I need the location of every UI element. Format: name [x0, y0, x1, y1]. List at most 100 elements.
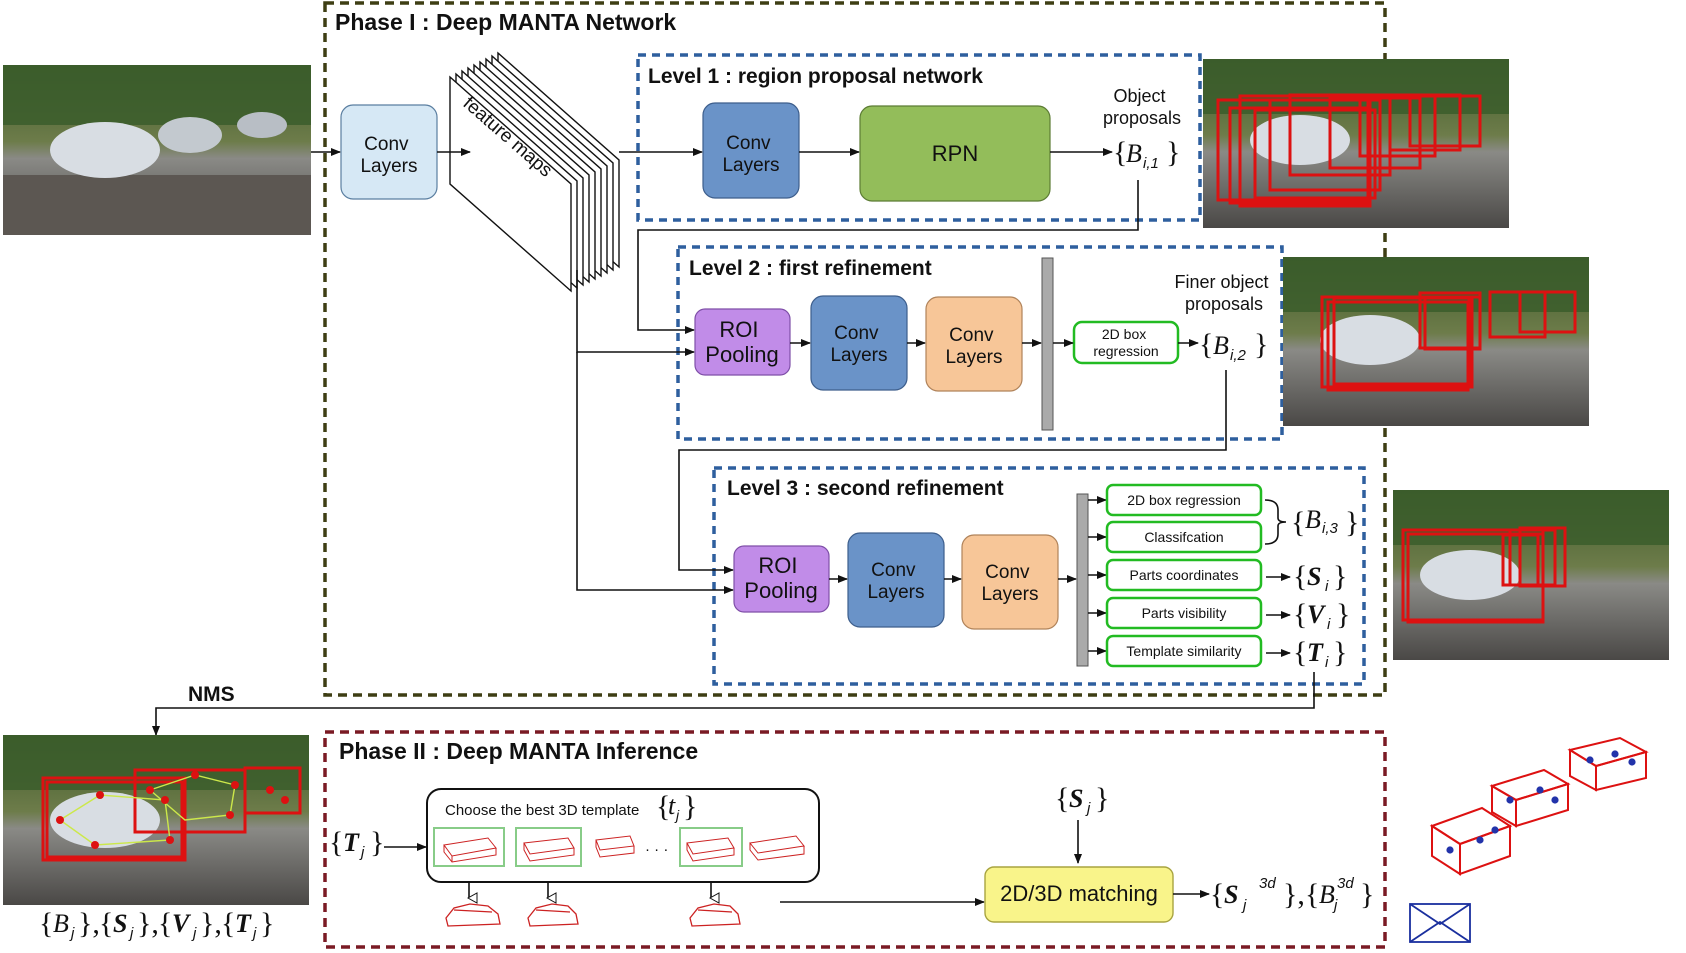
phase2-input-s: { S j } — [1055, 782, 1109, 817]
level2-result-image — [1283, 257, 1589, 426]
svg-text:{: { — [99, 907, 113, 940]
matching-label: 2D/3D matching — [1000, 881, 1158, 906]
template-5 — [749, 835, 805, 861]
svg-text:Parts visibility: Parts visibility — [1142, 605, 1227, 621]
level3-fc-bar — [1076, 493, 1089, 667]
level1-output-symbol: { B i,1 } — [1113, 136, 1180, 172]
svg-text:V: V — [172, 909, 192, 938]
svg-text:},: }, — [200, 907, 222, 940]
svg-text:},: }, — [1283, 878, 1305, 911]
svg-text:B: B — [1213, 331, 1229, 360]
svg-text:j: j — [674, 807, 680, 823]
svg-text:{: { — [1210, 878, 1224, 911]
template-4 — [679, 827, 743, 867]
level3-output-t: { T i } — [1293, 636, 1347, 671]
level3-heads: 2D box regression Classifcation Parts co… — [1088, 483, 1263, 668]
brace-box-class — [1264, 499, 1287, 545]
svg-text:j: j — [191, 925, 197, 942]
svg-text:3d: 3d — [1337, 875, 1354, 892]
svg-text:}: } — [1333, 560, 1347, 593]
svg-text:j: j — [251, 925, 257, 942]
nms-result-image — [3, 735, 309, 905]
head-2d-box-regression: 2D box regression — [1088, 483, 1263, 517]
template-1 — [433, 827, 505, 867]
svg-text:{: { — [1293, 598, 1307, 631]
svg-text:i: i — [1325, 654, 1329, 671]
envelope-icon — [1409, 903, 1471, 943]
svg-text:{: { — [1293, 636, 1307, 669]
svg-text:2D box regression: 2D box regression — [1127, 492, 1241, 508]
svg-text:3d: 3d — [1259, 875, 1276, 892]
svg-text:V: V — [1307, 600, 1327, 629]
svg-text:{: { — [1055, 782, 1069, 815]
level2-roi-label: ROI Pooling — [705, 317, 778, 367]
svg-text:j: j — [1085, 800, 1091, 817]
level3-conv2-label: Conv Layers — [981, 562, 1038, 605]
svg-text:j: j — [1332, 897, 1338, 914]
svg-text:i,1: i,1 — [1143, 155, 1159, 172]
level2-conv1-label: Conv Layers — [830, 323, 887, 366]
svg-text:}: } — [260, 907, 274, 940]
svg-text:j: j — [359, 844, 365, 861]
svg-text:S: S — [1307, 562, 1321, 591]
svg-text:},: }, — [78, 907, 100, 940]
feature-maps-stack — [449, 51, 620, 293]
level3-conv1-label: Conv Layers — [867, 560, 924, 603]
svg-text:S: S — [113, 909, 127, 938]
svg-text:B: B — [1305, 505, 1321, 534]
conv-layers-initial-label: Conv Layers — [360, 134, 417, 177]
level3-output-s: { S i } — [1293, 560, 1347, 595]
3d-boxes-result — [1429, 736, 1649, 876]
template-2 — [515, 827, 582, 867]
level2-box-regression-label: 2D box regression — [1093, 326, 1158, 359]
svg-text:}: } — [1254, 328, 1268, 361]
svg-text:}: } — [1095, 782, 1109, 815]
level3-frame — [712, 466, 1366, 686]
svg-text:}: } — [370, 826, 384, 859]
phase1-title: Phase I : Deep MANTA Network — [335, 9, 676, 35]
level2-conv-layers-2 — [925, 296, 1023, 392]
level2-title: Level 2 : first refinement — [689, 257, 932, 280]
level1-conv-label: Conv Layers — [722, 133, 779, 176]
svg-text:}: } — [1333, 636, 1347, 669]
svg-text:{: { — [1113, 136, 1127, 169]
input-image — [3, 65, 311, 235]
svg-text:i,2: i,2 — [1230, 347, 1247, 364]
svg-text:{: { — [1305, 878, 1319, 911]
car-wireframes — [445, 903, 741, 927]
phase2-frame — [323, 730, 1387, 949]
rpn-label: RPN — [932, 141, 978, 166]
svg-text:j: j — [1241, 897, 1247, 914]
head-parts-visibility: Parts visibility — [1088, 596, 1263, 630]
svg-text:j: j — [69, 925, 75, 942]
level1-result-image — [1203, 59, 1509, 228]
templates-ellipsis: · · · — [645, 841, 668, 858]
svg-text:i,3: i,3 — [1322, 520, 1339, 537]
phase2-outputs: { S j 3d }, { B j 3d } — [1210, 875, 1374, 914]
svg-text:{: { — [1291, 506, 1305, 539]
level2-output-symbol: { B i,2 } — [1199, 328, 1268, 364]
svg-text:i: i — [1325, 578, 1329, 595]
svg-text:S: S — [1069, 784, 1083, 813]
level2-frame — [676, 245, 1284, 441]
level2-roi-pooling — [694, 308, 791, 376]
svg-text:{: { — [656, 790, 670, 823]
phase1-frame — [323, 1, 1387, 697]
level1-output-label: Object proposals — [1103, 86, 1181, 128]
svg-text:{: { — [1293, 560, 1307, 593]
svg-text:},: }, — [137, 907, 159, 940]
template-selection-label: Choose the best 3D template — [445, 802, 639, 819]
svg-text:T: T — [235, 909, 252, 938]
svg-text:}: } — [1166, 136, 1180, 169]
level3-conv-layers-1 — [847, 532, 945, 628]
level2-output-label: Finer object proposals — [1174, 272, 1273, 314]
svg-text:B: B — [1126, 139, 1142, 168]
rpn-block — [859, 105, 1051, 202]
svg-text:{: { — [158, 907, 172, 940]
svg-text:Parts coordinates: Parts coordinates — [1130, 567, 1239, 583]
level3-conv-layers-2 — [961, 534, 1059, 630]
3d-box-keypoints — [1446, 750, 1636, 854]
svg-text:Classifcation: Classifcation — [1144, 529, 1223, 545]
level2-conv2-label: Conv Layers — [945, 325, 1002, 368]
level1-frame — [636, 53, 1202, 222]
